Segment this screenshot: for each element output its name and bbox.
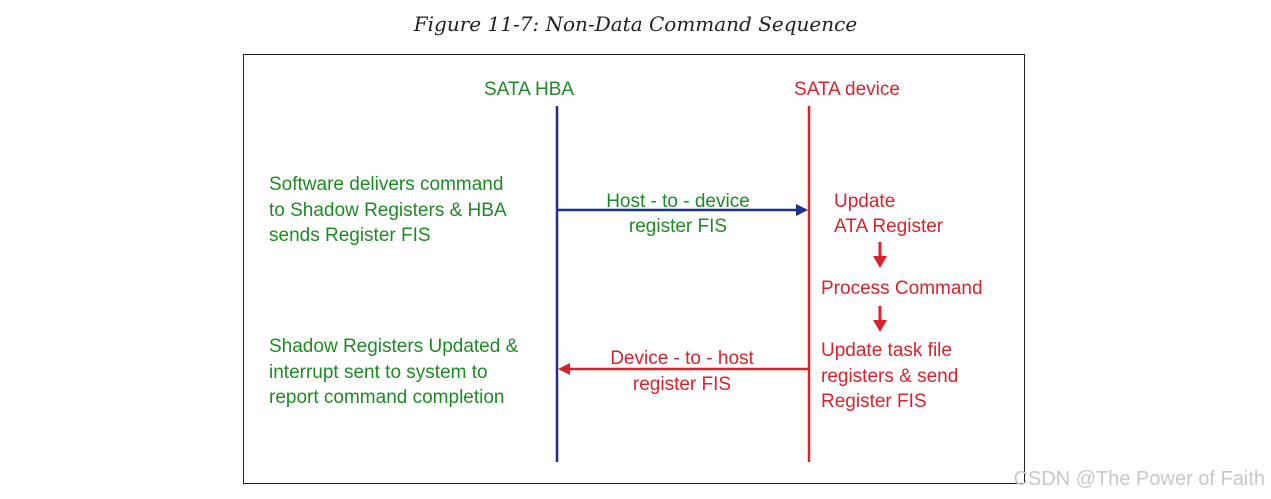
device-step-update-task-line-1: Update task file — [821, 340, 952, 361]
device-lane-title: SATA device — [794, 79, 900, 100]
host-completion-note-line-3: report command completion — [269, 387, 505, 408]
device-step-update-task-line-2: registers & send — [821, 366, 958, 387]
d2h-message-label-line-2: register FIS — [633, 374, 731, 395]
host-completion-note-line-1: Shadow Registers Updated & — [269, 336, 519, 357]
down-arrow-icon — [873, 242, 887, 268]
figure-caption: Figure 11-7: Non-Data Command Sequence — [413, 12, 858, 36]
h2d-message-label-line-1: Host - to - device — [606, 191, 750, 212]
device-step-update-ata-line-1: Update — [834, 191, 895, 212]
host-command-note-line-3: sends Register FIS — [269, 225, 431, 246]
device-step-process-command: Process Command — [821, 278, 983, 299]
h2d-message-label-line-2: register FIS — [629, 216, 727, 237]
diagram-frame — [243, 54, 1025, 484]
host-completion-note-line-2: interrupt sent to system to — [269, 362, 488, 383]
device-step-update-ata-line-2: ATA Register — [834, 216, 944, 237]
host-command-note-line-1: Software delivers command — [269, 174, 503, 195]
host-command-note-line-2: to Shadow Registers & HBA — [269, 200, 507, 221]
host-lane-title: SATA HBA — [484, 79, 574, 100]
down-arrow-icon — [873, 306, 887, 332]
watermark: CSDN @The Power of Faith — [1013, 468, 1266, 490]
d2h-message-label-line-1: Device - to - host — [610, 348, 754, 369]
device-step-update-task-line-3: Register FIS — [821, 391, 927, 412]
